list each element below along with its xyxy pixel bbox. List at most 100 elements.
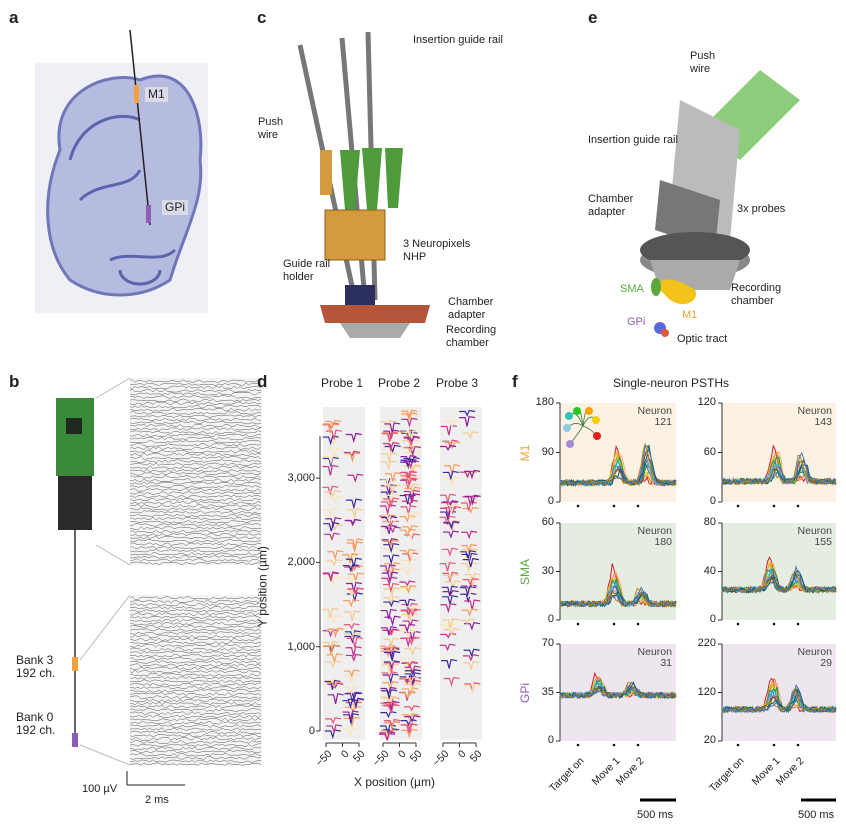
x-axis-label: X position (µm) (354, 775, 435, 789)
spike-waveform (404, 464, 421, 477)
reach-target-dot (585, 407, 593, 415)
spike-waveform (322, 464, 339, 476)
event-marker-dot (796, 504, 800, 508)
spike-waveform (381, 515, 398, 527)
spike-waveform (463, 684, 480, 694)
spike-waveform (324, 679, 341, 690)
raw-trace-line (129, 721, 262, 725)
scale-time-label: 2 ms (145, 794, 169, 806)
event-marker-dot (612, 622, 616, 626)
scale-voltage-label: 100 µV (82, 783, 118, 795)
spike-waveform (323, 522, 340, 532)
spike-waveform (404, 665, 421, 675)
spike-waveform (399, 515, 416, 523)
raw-trace-line (129, 385, 262, 390)
spike-waveform (403, 676, 420, 683)
raw-trace-line (129, 692, 262, 696)
spike-waveform (444, 506, 461, 515)
psth-y-tick-label: 0 (547, 495, 554, 507)
spike-waveform (382, 680, 399, 693)
spike-waveform (383, 700, 400, 713)
spike-waveform (325, 724, 343, 734)
raw-trace-line (129, 717, 262, 722)
raw-trace-line (129, 698, 262, 703)
raw-trace-line (129, 414, 262, 418)
raw-trace-line (129, 634, 262, 639)
raw-trace-line (129, 494, 262, 498)
region-label-gpi: GPi (518, 682, 532, 703)
callout-guide-rail-holder: Guide rail holder (283, 258, 331, 283)
psth-background (722, 523, 836, 620)
spike-waveform (443, 476, 460, 487)
spike-waveform (399, 567, 416, 577)
psth-y-tick-label: 20 (703, 734, 716, 746)
callout-recording-chamber-e: Recording chamber (731, 282, 782, 307)
spike-waveform (404, 679, 421, 687)
raw-trace-line (129, 657, 262, 661)
spike-waveform (379, 731, 396, 741)
raw-trace-line (129, 666, 262, 671)
callout-chamber-adapter: Chamber adapter (448, 296, 494, 321)
raw-trace-line (129, 615, 262, 619)
spike-waveform (460, 592, 477, 603)
spike-waveform (440, 444, 457, 451)
raw-trace-line (129, 644, 262, 648)
spike-waveform (443, 676, 460, 687)
spike-waveform (404, 486, 421, 494)
spike-waveform (383, 554, 400, 566)
raw-trace-line (129, 513, 262, 518)
spike-waveform (346, 541, 363, 552)
raw-trace-line (129, 711, 262, 715)
raw-trace-line (129, 740, 262, 744)
probe-schematic (56, 377, 262, 786)
spike-waveform (322, 485, 339, 496)
reach-target-dot (592, 416, 600, 424)
spike-waveform (459, 415, 476, 427)
raw-trace-line (129, 452, 262, 457)
spike-waveform (443, 627, 460, 637)
event-marker-dot (796, 622, 800, 626)
spike-waveform (443, 419, 460, 429)
raw-trace-line (129, 427, 262, 431)
psth-y-tick-label: 0 (547, 613, 554, 625)
spike-waveform (383, 493, 400, 501)
spike-waveform (325, 717, 342, 725)
spike-waveform (462, 654, 480, 662)
raw-trace-line (129, 516, 262, 521)
raw-trace-line (129, 730, 262, 735)
spike-waveform (383, 600, 400, 608)
raw-trace-line (129, 488, 262, 492)
spike-waveform (442, 530, 460, 539)
y-tick-2000: 2,000 (287, 556, 315, 568)
raw-trace-line (129, 523, 262, 527)
raw-trace-line (129, 472, 262, 476)
raw-trace-line (129, 618, 262, 623)
spike-waveform (327, 550, 344, 561)
raw-trace-line (129, 701, 262, 706)
spike-waveform (345, 518, 362, 526)
event-marker-dot (576, 743, 580, 747)
spike-waveform (442, 618, 459, 629)
spike-waveform (399, 493, 416, 505)
raw-trace-line (129, 382, 262, 386)
spike-waveform (345, 646, 362, 657)
spike-waveform (462, 577, 479, 587)
event-marker-dot (636, 743, 640, 747)
spike-waveform (403, 511, 420, 523)
spike-waveform (404, 672, 421, 683)
region-label-m1: M1 (518, 444, 532, 461)
spike-waveform (442, 439, 459, 449)
raw-trace-line (129, 545, 262, 550)
event-marker-dot (772, 622, 776, 626)
probe-1-title: Probe 1 (321, 376, 364, 390)
raw-trace-line (129, 724, 262, 728)
raw-trace-line (129, 404, 262, 409)
raw-trace-line (129, 526, 262, 530)
raw-trace-line (129, 401, 261, 406)
raw-trace-line (129, 689, 262, 693)
psth-y-tick-label: 90 (541, 445, 554, 458)
spike-waveform (383, 637, 400, 648)
